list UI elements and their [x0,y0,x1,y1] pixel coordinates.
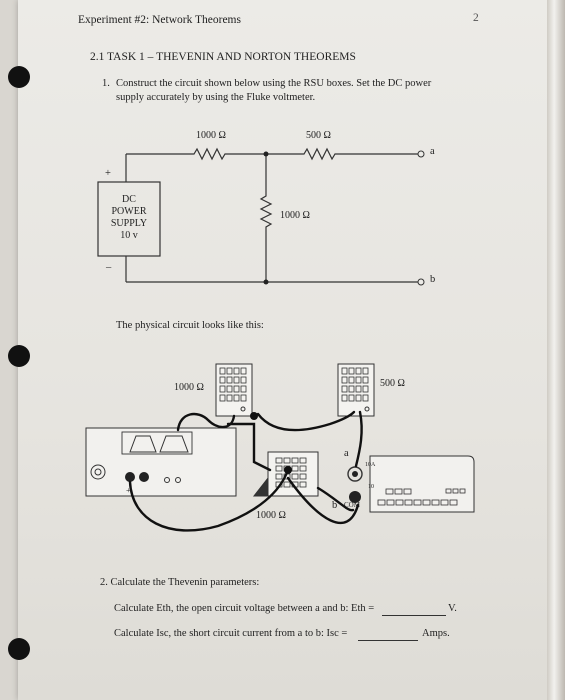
eth-answer-line[interactable] [382,615,446,616]
binder-hole-top [8,66,30,88]
physical-r3-label: 1000 Ω [256,510,286,521]
page-number: 2 [473,12,479,24]
terminal-a-label: a [430,146,435,157]
section-heading: 2.1 TASK 1 – THEVENIN AND NORTON THEOREM… [90,51,356,63]
worksheet-page: Experiment #2: Network Theorems 2 2.1 TA… [18,0,548,700]
isc-answer-line[interactable] [358,640,418,641]
rsu-box-500 [337,363,375,417]
multimeter [347,455,475,513]
physical-r2-label: 500 Ω [380,378,405,389]
isc-unit: Amps. [422,628,450,639]
schematic-r1-label: 1000 Ω [196,130,226,141]
eth-unit: V. [448,603,457,614]
terminal-b-label: b [430,274,436,285]
supply-plus-terminal-label: + [126,486,131,495]
circuit-wires [97,147,425,286]
power-supply-unit [85,427,237,497]
physical-caption: The physical circuit looks like this: [116,320,264,331]
meter-com-label: COM [344,501,360,509]
binder-hole-middle [8,345,30,367]
supply-plus-label: + [105,168,111,179]
meter-10-label: 10 [368,484,374,490]
supply-line-2: POWER [111,206,147,217]
supply-line-3: SUPPLY [110,218,148,229]
eth-question: Calculate Eth, the open circuit voltage … [114,603,375,614]
supply-line-1: DC [122,194,136,205]
page-header-title: Experiment #2: Network Theorems [78,14,241,26]
supply-line-4: 10 v [120,230,138,241]
schematic-r2-label: 500 Ω [306,130,331,141]
schematic-r3-label: 1000 Ω [280,210,310,221]
dc-power-supply-box: DC POWER SUPPLY 10 v [98,194,160,242]
rsu-box-1000-left [215,363,253,417]
isc-question: Calculate Isc, the short circuit current… [114,628,348,639]
meter-10a-label: 10A [365,462,376,468]
step1-line1: Construct the circuit shown below using … [116,78,432,89]
physical-circuit-drawing [85,363,475,532]
step2-heading: 2. Calculate the Thevenin parameters: [100,577,260,588]
physical-r1-label: 1000 Ω [174,382,204,393]
binder-hole-bottom [8,638,30,660]
step1-number: 1. [102,78,110,89]
physical-terminal-a: a [344,448,349,459]
step1-line2: supply accurately by using the Fluke vol… [116,92,316,103]
page-edge-shadow [547,0,565,700]
supply-minus-label: – [106,262,112,273]
physical-terminal-b: b [332,500,338,511]
